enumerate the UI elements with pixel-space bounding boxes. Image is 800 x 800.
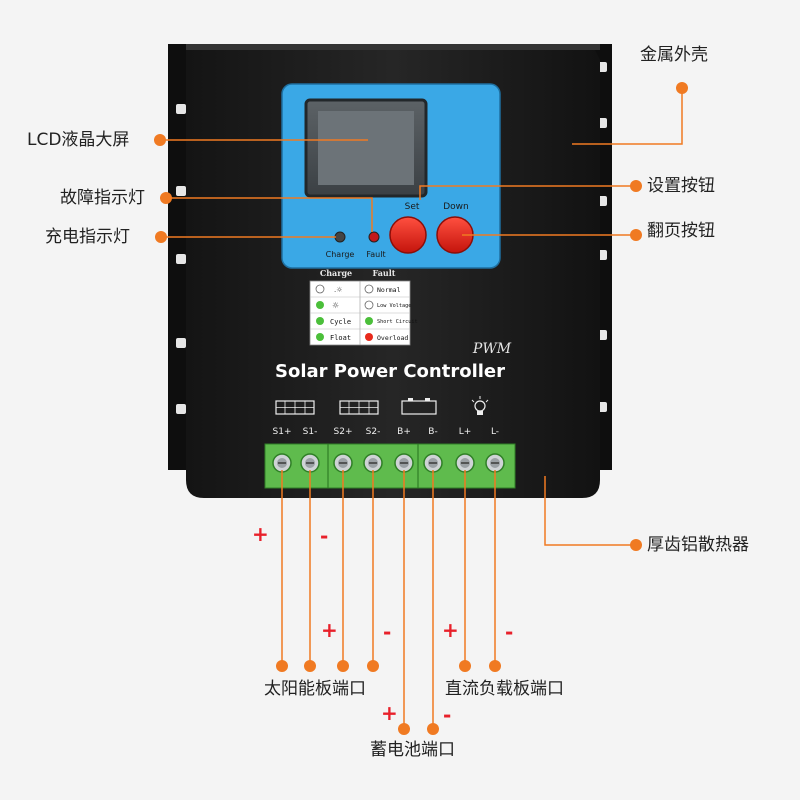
fault-led <box>368 231 380 243</box>
terminal-labels: S1+ S1- S2+ S2- B+ B- L+ L- <box>273 427 500 437</box>
label-battery-port: 蓄电池端口 <box>370 740 455 760</box>
dot-b-plus <box>398 723 410 735</box>
product-title: Solar Power Controller <box>275 361 505 382</box>
fault-led-label: Fault <box>366 250 385 259</box>
terminal-screw[interactable] <box>272 453 292 473</box>
legend-fault-off-icon <box>364 284 374 294</box>
lcd-glass <box>318 111 414 185</box>
solar-panel-icon-1 <box>275 400 315 415</box>
label-solar-port: 太阳能板端口 <box>264 679 366 699</box>
sign-s2-minus: - <box>383 620 392 644</box>
legend-fault-blink-icon <box>364 300 374 310</box>
legend-charge-glyph: .☼ <box>334 286 343 294</box>
legend-fault-low-voltage: Low Voltage <box>377 303 411 309</box>
terminal-screw[interactable] <box>455 453 475 473</box>
label-load-port: 直流负载板端口 <box>445 679 564 699</box>
label-set-button: 设置按钮 <box>647 176 715 196</box>
legend-charge-header: Charge <box>320 268 352 278</box>
terminal-label: S1- <box>303 427 318 437</box>
legend-fault-short-icon <box>365 317 373 325</box>
legend-charge-cycle: Cycle <box>330 318 351 326</box>
legend-float-icon <box>316 333 324 341</box>
terminal-screw[interactable] <box>333 453 353 473</box>
legend-cycle-icon <box>316 317 324 325</box>
dot-l-minus <box>489 660 501 672</box>
terminal-label: B- <box>428 427 437 437</box>
legend-fault-overload: Overload <box>377 334 408 342</box>
battery-icon <box>401 398 437 415</box>
dot-lcd <box>154 134 166 146</box>
down-button-label: Down <box>443 202 469 212</box>
sign-s1-minus: - <box>320 524 329 548</box>
sign-b-plus: + <box>381 701 398 725</box>
terminal-label: S1+ <box>273 427 292 437</box>
legend-charge-on-icon <box>316 301 324 309</box>
sign-l-plus: + <box>442 618 459 642</box>
legend-charge-off-icon <box>315 284 325 294</box>
dot-fault <box>160 192 172 204</box>
dot-b-minus <box>427 723 439 735</box>
callout-dots <box>154 82 688 735</box>
terminal-screw[interactable] <box>394 453 414 473</box>
callout-lines <box>160 88 683 729</box>
solar-panel-icon-2 <box>339 400 379 415</box>
terminal-label: B+ <box>397 427 411 437</box>
terminal-label: L+ <box>459 427 472 437</box>
dot-l-plus <box>459 660 471 672</box>
mounting-bracket-left <box>168 44 186 470</box>
label-charge-indicator: 充电指示灯 <box>45 227 130 247</box>
sign-b-minus: - <box>443 703 452 727</box>
dot-s1-plus <box>276 660 288 672</box>
set-button[interactable] <box>389 216 427 254</box>
dot-heatsink <box>630 539 642 551</box>
bulb-icon <box>471 396 489 415</box>
terminal-screw[interactable] <box>363 453 383 473</box>
dot-s2-plus <box>337 660 349 672</box>
charge-led <box>334 231 346 243</box>
charge-led-label: Charge <box>326 250 355 259</box>
terminal-screw[interactable] <box>423 453 443 473</box>
label-heatsink: 厚齿铝散热器 <box>647 535 749 555</box>
set-button-label: Set <box>405 202 420 212</box>
legend-fault-short-circuit: Short Circuit <box>377 319 418 325</box>
terminal-label: S2- <box>366 427 381 437</box>
pwm-label: PWM <box>472 341 512 357</box>
label-lcd-screen: LCD液晶大屏 <box>27 130 130 150</box>
legend-fault-overload-icon <box>365 333 373 341</box>
legend-fault-normal: Normal <box>377 286 401 294</box>
dot-charge <box>155 231 167 243</box>
label-page-button: 翻页按钮 <box>647 221 715 241</box>
sign-s1-plus: + <box>252 522 269 546</box>
terminal-screw[interactable] <box>485 453 505 473</box>
legend-charge-float: Float <box>330 334 351 342</box>
legend-fault-header: Fault <box>373 268 396 278</box>
label-fault-indicator: 故障指示灯 <box>60 188 145 208</box>
dot-s2-minus <box>367 660 379 672</box>
dot-metal-case <box>676 82 688 94</box>
dot-set <box>630 180 642 192</box>
dot-page <box>630 229 642 241</box>
top-edge <box>186 44 600 50</box>
status-legend: Charge Fault .☼ ☼ Cycle Float Normal Low… <box>309 268 418 346</box>
sign-l-minus: - <box>505 620 514 644</box>
terminal-label: L- <box>491 427 499 437</box>
sign-s2-plus: + <box>321 618 338 642</box>
legend-sun-icon: ☼ <box>332 301 339 310</box>
dot-s1-minus <box>304 660 316 672</box>
terminal-label: S2+ <box>334 427 353 437</box>
label-metal-case: 金属外壳 <box>640 45 708 65</box>
terminal-screw[interactable] <box>300 453 320 473</box>
